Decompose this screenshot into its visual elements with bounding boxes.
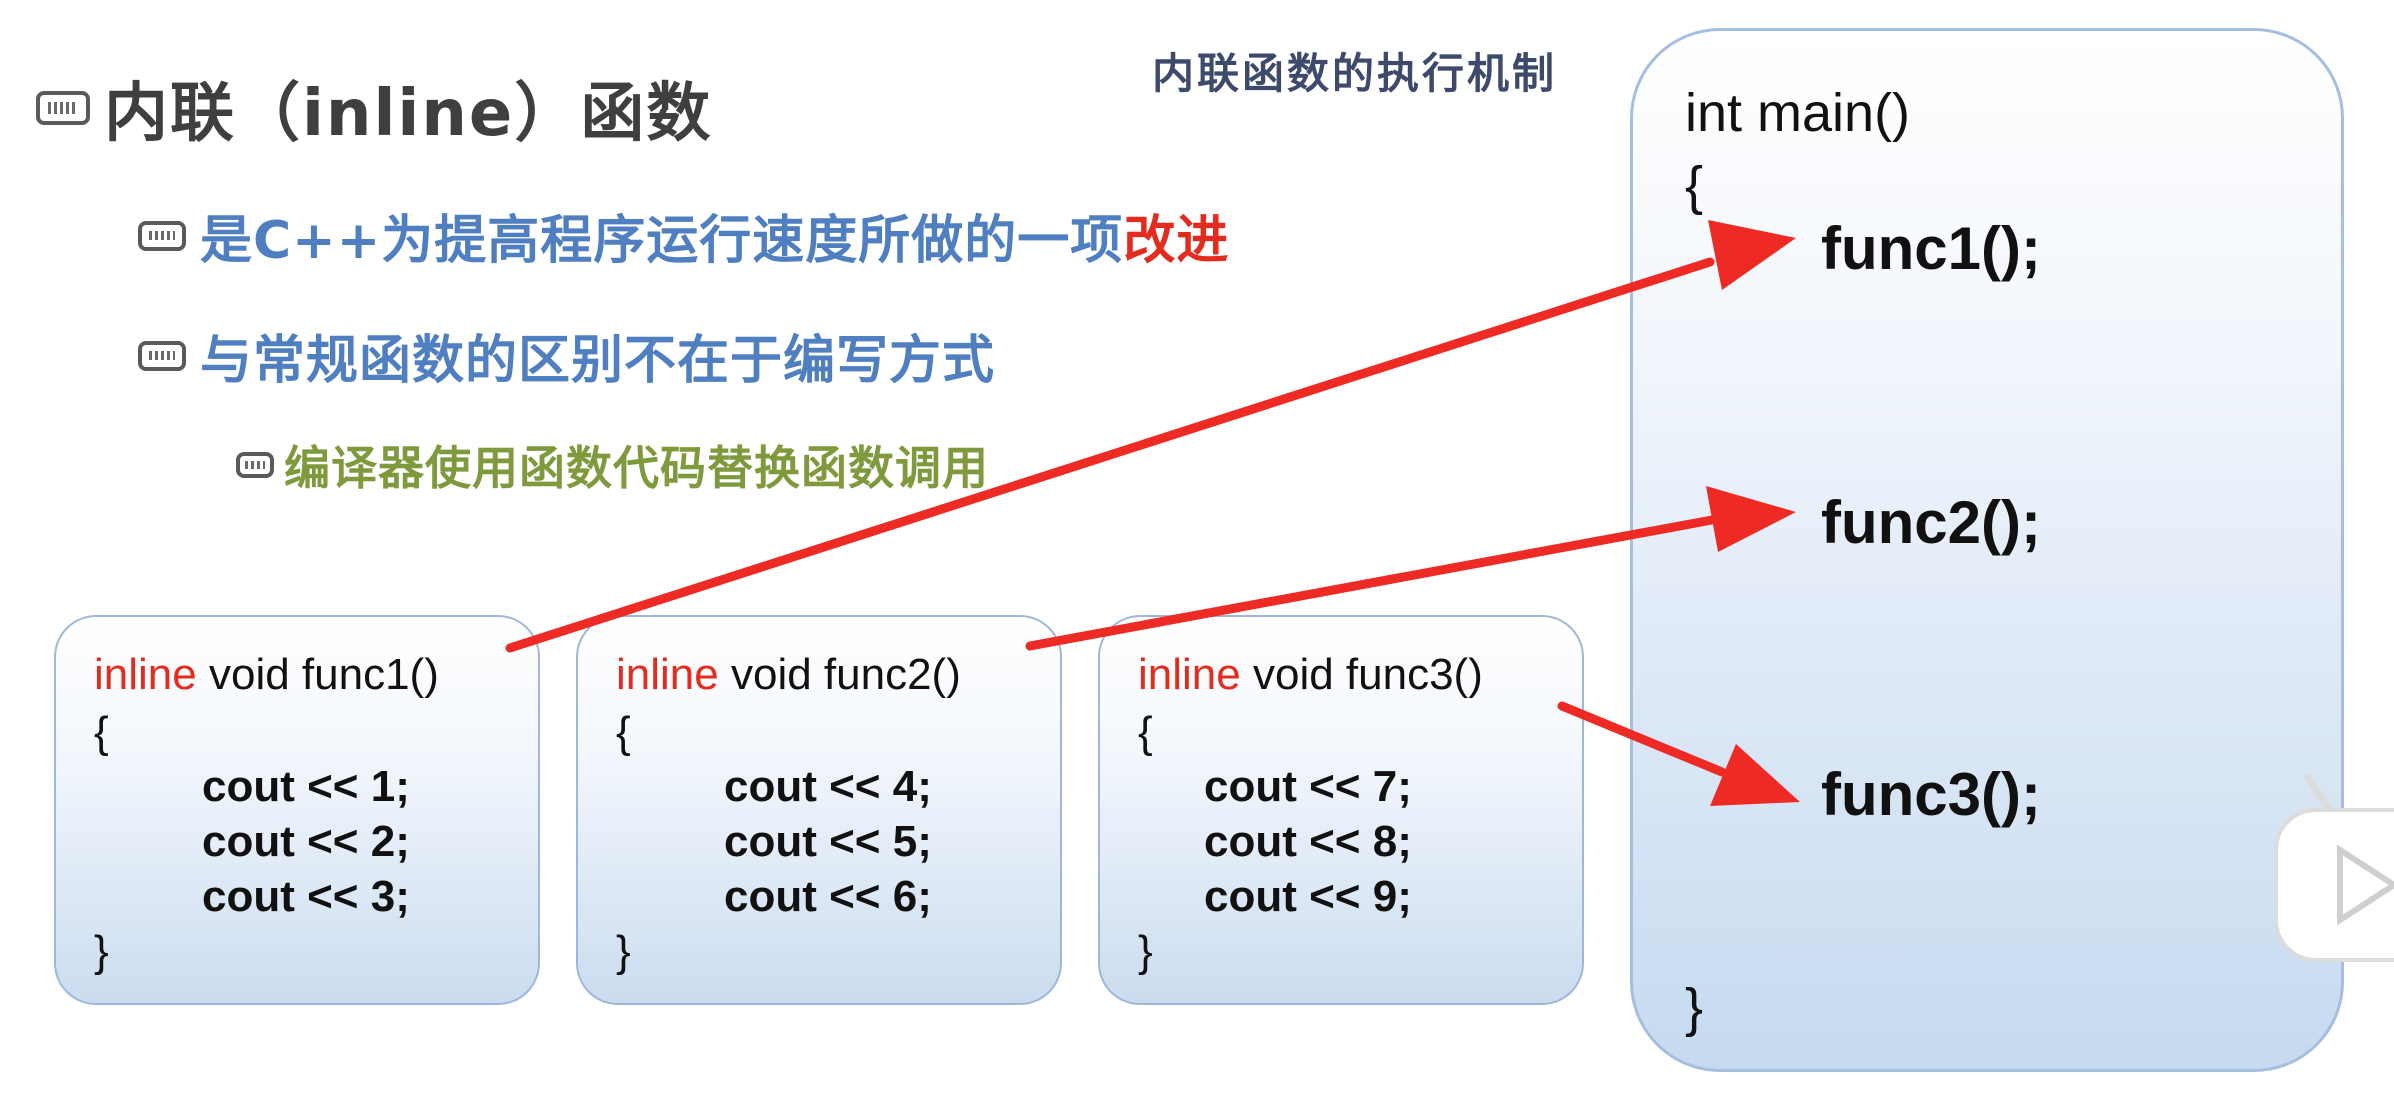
bullet-icon [236, 452, 274, 478]
func-signature: inline void func2() [616, 653, 961, 697]
func-signature-text: void func1() [196, 650, 439, 699]
call-func1: func1(); [1821, 215, 2041, 282]
inline-keyword: inline [1138, 650, 1241, 699]
code-statement: cout << 9; [1204, 872, 1412, 921]
main-function-panel: int main() { func1(); func2(); func3(); … [1630, 28, 2344, 1072]
func-signature: inline void func1() [94, 653, 439, 697]
code-statement: cout << 1; [202, 762, 410, 811]
diagram-caption: 内联函数的执行机制 [1152, 49, 1558, 98]
main-heading: 内联（inline）函数 [36, 62, 712, 154]
func1-code-box: inline void func1() { cout << 1; cout <<… [54, 615, 540, 1005]
func-signature-text: void func3() [1240, 650, 1483, 699]
code-statement: cout << 7; [1204, 762, 1412, 811]
func2-code-box: inline void func2() { cout << 4; cout <<… [576, 615, 1062, 1005]
open-brace: { [94, 708, 109, 757]
bullet-point-emphasis: 改进 [1123, 211, 1230, 271]
code-statement: cout << 6; [724, 872, 932, 921]
func3-code-box: inline void func3() { cout << 7; cout <<… [1098, 615, 1584, 1005]
tv-logo-icon [2274, 774, 2394, 962]
main-signature: int main() [1685, 83, 1911, 143]
bullet-point-text: 是C++为提高程序运行速度所做的一项改进 [200, 198, 1229, 273]
inline-keyword: inline [616, 650, 719, 699]
close-brace: } [94, 927, 109, 976]
bullet-point-text: 与常规函数的区别不在于编写方式 [200, 331, 996, 391]
bullet-icon [138, 220, 186, 251]
bullet-icon [36, 91, 90, 125]
close-brace: } [1138, 927, 1153, 976]
code-statement: cout << 5; [724, 817, 932, 866]
open-brace: { [1685, 156, 1704, 216]
func-signature-text: void func2() [718, 650, 961, 699]
bullet-point-prefix: 是C++为提高程序运行速度所做的一项 [200, 211, 1124, 271]
open-brace: { [616, 708, 631, 757]
code-statement: cout << 4; [724, 762, 932, 811]
code-statement: cout << 3; [202, 872, 410, 921]
bullet-point-difference: 与常规函数的区别不在于编写方式 [138, 318, 995, 393]
sub-bullet-point: 编译器使用函数代码替换函数调用 [236, 432, 989, 498]
call-func3: func3(); [1821, 761, 2041, 828]
call-func2: func2(); [1821, 489, 2041, 556]
close-brace: } [616, 927, 631, 976]
code-statement: cout << 2; [202, 817, 410, 866]
bullet-icon [138, 340, 186, 371]
open-brace: { [1138, 708, 1153, 757]
bullet-point-improvement: 是C++为提高程序运行速度所做的一项改进 [138, 198, 1229, 273]
close-brace: } [1685, 978, 1704, 1038]
code-statement: cout << 8; [1204, 817, 1412, 866]
main-heading-text: 内联（inline）函数 [104, 77, 713, 151]
sub-bullet-point-text: 编译器使用函数代码替换函数调用 [284, 441, 989, 495]
inline-keyword: inline [94, 650, 197, 699]
func-signature: inline void func3() [1138, 653, 1483, 697]
